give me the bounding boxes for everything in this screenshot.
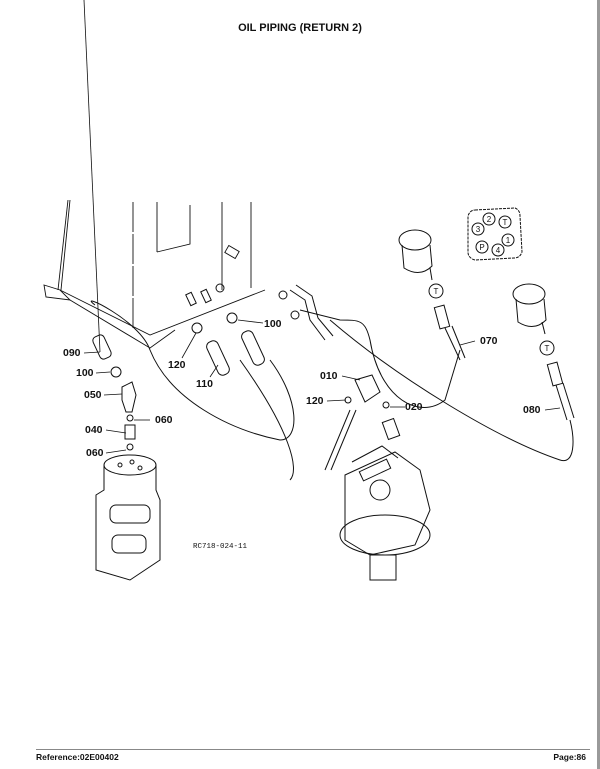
footer-page-number: Page:86 [553, 752, 586, 762]
callout-060: 060 [155, 414, 173, 426]
connector-mark: T [545, 344, 550, 353]
port-label: P [479, 243, 484, 252]
page-edge [597, 0, 600, 769]
diagram-reference-code: RC718-024-11 [193, 543, 248, 551]
port-label: 4 [496, 246, 501, 255]
callout-050: 050 [84, 389, 102, 401]
pilot-valve-080 [512, 283, 575, 421]
hoses [90, 284, 574, 481]
page-title: OIL PIPING (RETURN 2) [238, 22, 362, 34]
callout-100: 100 [264, 318, 282, 330]
callout-070: 070 [480, 335, 498, 347]
leader-lines [83, 0, 561, 454]
port-label: 2 [487, 215, 492, 224]
hose-110 [185, 283, 300, 376]
callout-020: 020 [405, 401, 423, 413]
callout-040: 040 [85, 424, 103, 436]
callout-120: 120 [306, 395, 324, 407]
connector-mark: T [434, 287, 439, 296]
footer-divider [36, 749, 590, 750]
footer-reference: Reference:02E00402 [36, 752, 119, 762]
port-layout-diagram [467, 207, 523, 261]
callout-120: 120 [168, 359, 186, 371]
callout-100: 100 [76, 367, 94, 379]
swivel-joint [92, 334, 161, 581]
callout-080: 080 [523, 404, 541, 416]
callout-060: 060 [86, 447, 104, 459]
swing-motor [339, 374, 431, 581]
callout-010: 010 [320, 370, 338, 382]
port-label: 3 [476, 225, 481, 234]
pilot-valve-070 [398, 229, 466, 361]
callout-110: 110 [196, 378, 213, 390]
callout-090: 090 [63, 347, 81, 359]
port-label: 1 [506, 236, 511, 245]
frame-structure [43, 199, 266, 349]
port-label: T [503, 218, 508, 227]
